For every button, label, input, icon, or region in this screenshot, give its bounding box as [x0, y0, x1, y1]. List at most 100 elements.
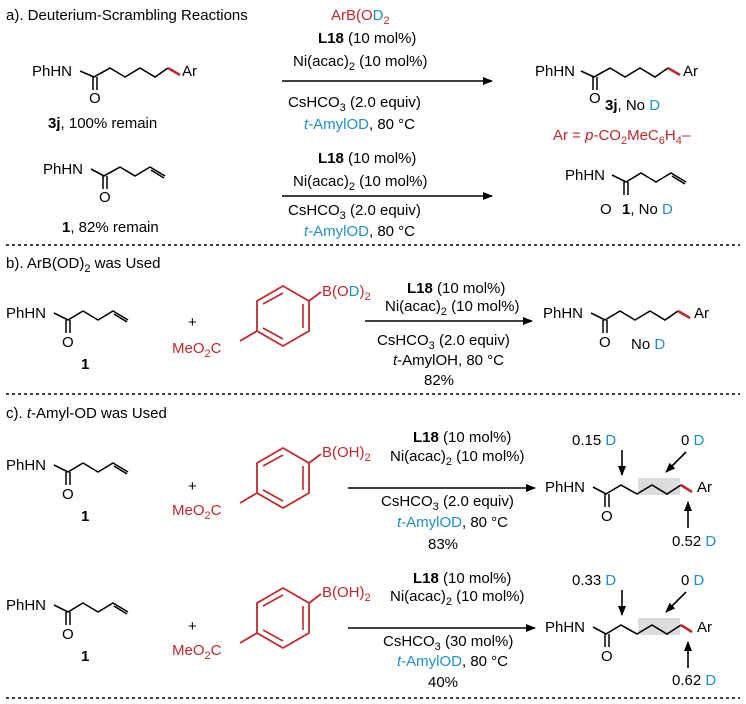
c1-boron-group: B(OH)2 — [322, 444, 371, 464]
c1-ester-group: MeO2C — [172, 502, 222, 522]
a2-product: PhHN O 1, No D — [565, 167, 687, 218]
a2-substrate-oxygen: O — [99, 189, 111, 206]
b-ligand: L18 (10 mol%) — [407, 280, 505, 297]
c2-product-oxygen: O — [601, 648, 613, 665]
c2-product-chain — [592, 624, 682, 635]
c2-benzene-ring — [256, 586, 310, 650]
c2-base: CsHCO3 (30 mol%) — [383, 633, 513, 653]
c1-substrate: PhHN O 1 — [6, 457, 129, 525]
b-substrate-oxygen: O — [62, 334, 74, 351]
b-product-oxygen: O — [599, 334, 611, 351]
c2-d-beta: 0 D — [681, 572, 705, 589]
c2-substrate-chain — [53, 602, 129, 613]
a2-substrate: PhHN O 1, 82% remain — [43, 161, 166, 236]
c1-product-amide: PhHN — [545, 479, 585, 496]
c1-product-oxygen: O — [601, 508, 613, 525]
b-substrate: PhHN O 1 — [6, 305, 129, 373]
b-ester-group: MeO2C — [172, 340, 222, 360]
b-boronic-ester: B(OD)2 MeO2C — [172, 283, 371, 360]
b-product-amide: PhHN — [543, 305, 583, 322]
c1-solvent: t-AmylOD, 80 °C — [397, 514, 508, 531]
c1-d-benzylic: 0.52 D — [672, 533, 716, 550]
b-conditions: L18 (10 mol%) Ni(acac)2 (10 mol%) CsHCO3… — [365, 280, 533, 389]
c1-d-alpha: 0.15 D — [572, 432, 616, 449]
b-product-label: No D — [631, 336, 665, 353]
c2-boron-group: B(OH)2 — [322, 584, 371, 604]
a2-substrate-amide: PhHN — [43, 161, 83, 178]
c1-ligand: L18 (10 mol%) — [413, 429, 511, 446]
c1-substrate-amide: PhHN — [6, 457, 46, 474]
a1-product-ar: Ar — [683, 63, 698, 80]
a2-product-amide: PhHN — [565, 167, 605, 184]
a2-base: CsHCO3 (2.0 equiv) — [288, 202, 421, 222]
c2-plus: + — [188, 618, 197, 635]
b-product: PhHN O Ar No D — [543, 305, 709, 353]
a2-solvent: t-AmylOD, 80 °C — [304, 223, 415, 240]
c2-highlight-box — [638, 618, 680, 635]
a1-ligand: L18 (10 mol%) — [318, 30, 416, 47]
c1-catalyst: Ni(acac)2 (10 mol%) — [390, 448, 525, 468]
b-plus: + — [188, 314, 197, 331]
c2-boronic-acid: B(OH)2 MeO2C — [172, 584, 371, 662]
a1-substrate: PhHN O Ar 3j, 100% remain — [32, 63, 197, 132]
b-benzene-ring — [256, 284, 310, 348]
a1-conditions: ArB(OD2 L18 (10 mol%) Ni(acac)2 (10 mol%… — [282, 7, 493, 133]
b-substrate-label: 1 — [81, 356, 89, 373]
c2-product-ar: Ar — [697, 619, 712, 636]
b-substrate-chain — [53, 310, 129, 321]
c2-conditions: L18 (10 mol%) Ni(acac)2 (10 mol%) CsHCO3… — [348, 570, 536, 691]
c1-d-beta: 0 D — [681, 432, 705, 449]
c2-d-benzylic: 0.62 D — [672, 672, 716, 689]
c1-benzene-ring — [256, 446, 310, 510]
a1-product-amide: PhHN — [535, 63, 575, 80]
ar-definition: Ar = p-CO2MeC6H4– — [553, 127, 691, 147]
c1-substrate-oxygen: O — [62, 486, 74, 503]
c1-substrate-chain — [53, 462, 129, 473]
a2-substrate-chain — [90, 166, 166, 177]
c1-product-chain — [592, 484, 682, 495]
b-boron-group: B(OD)2 — [322, 283, 371, 303]
a1-boron-reagent: ArB(OD2 — [331, 7, 390, 27]
a1-substrate-oxygen: O — [89, 90, 101, 107]
a1-product-oxygen: O — [589, 90, 601, 107]
c2-substrate-oxygen: O — [62, 626, 74, 643]
section-c-header: c). t-Amyl-OD was Used — [6, 405, 167, 422]
c1-plus: + — [188, 478, 197, 495]
c1-product: PhHN O Ar 0.15 D 0 D 0.52 D — [545, 432, 716, 550]
a1-substrate-amide: PhHN — [32, 63, 72, 80]
c1-d-beta-arrow — [665, 451, 687, 473]
a2-product-label: 1, No D — [622, 201, 673, 218]
a2-ligand: L18 (10 mol%) — [318, 150, 416, 167]
b-product-ar: Ar — [694, 305, 709, 322]
a1-product-red-bond — [667, 66, 681, 77]
a2-product-oxygen: O — [600, 201, 612, 218]
a1-substrate-red-bond — [167, 66, 181, 77]
c2-substrate: PhHN O 1 — [6, 597, 129, 665]
b-substrate-amide: PhHN — [6, 305, 46, 322]
a1-solvent: t-AmylOD, 80 °C — [304, 116, 415, 133]
c1-substrate-label: 1 — [81, 508, 89, 525]
c2-d-alpha: 0.33 D — [572, 572, 616, 589]
a1-product-label: 3j, No D — [605, 97, 660, 114]
c1-highlight-box — [638, 478, 680, 495]
a1-substrate-chain — [79, 67, 169, 78]
a1-substrate-ar: Ar — [182, 63, 197, 80]
a1-product: PhHN O Ar 3j, No D Ar = p-CO2MeC6H4– — [535, 63, 698, 147]
c1-boronic-acid: B(OH)2 MeO2C — [172, 444, 371, 522]
c2-ester-group: MeO2C — [172, 642, 222, 662]
c1-yield: 83% — [428, 536, 458, 553]
b-yield: 82% — [424, 372, 454, 389]
c2-yield: 40% — [428, 674, 458, 691]
c2-catalyst: Ni(acac)2 (10 mol%) — [390, 588, 525, 608]
a2-product-chain — [611, 172, 687, 183]
a1-catalyst: Ni(acac)2 (10 mol%) — [293, 53, 428, 73]
a2-substrate-label: 1, 82% remain — [62, 219, 159, 236]
c1-base: CsHCO3 (2.0 equiv) — [381, 493, 514, 513]
a1-base: CsHCO3 (2.0 equiv) — [288, 94, 421, 114]
section-a-header: a). Deuterium-Scrambling Reactions — [6, 7, 248, 24]
b-catalyst: Ni(acac)2 (10 mol%) — [385, 298, 520, 318]
section-b-header: b). ArB(OD)2 was Used — [6, 255, 161, 275]
c2-product-amide: PhHN — [545, 619, 585, 636]
